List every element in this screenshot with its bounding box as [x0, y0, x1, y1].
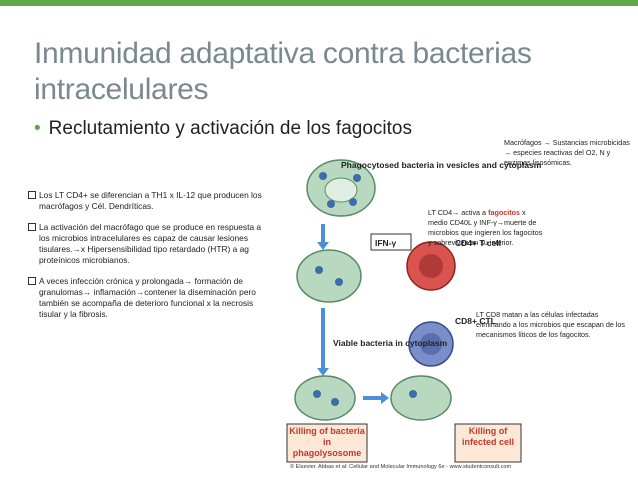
note-3: A veces infección crónica y prolongada→ … [28, 276, 273, 320]
note-3-text: A veces infección crónica y prolongada→ … [39, 276, 256, 319]
macrophage-top [306, 159, 376, 217]
macrophage-bottom-left [294, 375, 356, 421]
label-ifn: IFN-γ [375, 238, 397, 248]
checkbox-icon [28, 277, 36, 285]
note-2-text: La activación del macrófago que se produ… [39, 222, 262, 265]
title-line-2: intracelulares [34, 73, 209, 106]
immunology-figure: Phagocytosed bacteria in vesicles and cy… [286, 159, 542, 463]
label-viable: Viable bacteria in cytoplasm [333, 338, 448, 348]
kill-infected-text-wrap: Killing of infected cell [461, 426, 515, 447]
checkbox-icon [28, 223, 36, 231]
main-bullet-text: Reclutamiento y activación de los fagoci… [48, 118, 412, 139]
annotation-cd4-highlight: fagocitos [488, 208, 521, 217]
main-bullet: • Reclutamiento y activación de los fagoc… [34, 118, 412, 140]
checkbox-icon [28, 191, 36, 199]
kill-phago-text-wrap: Killing of bacteria in phagolysosome [289, 426, 365, 458]
kill-phago-box [286, 423, 368, 463]
label-cd8: CD8+ CTL [455, 316, 496, 326]
kill-infected-box [454, 423, 522, 463]
annotation-cd4-part2: x medio CD40L y INF-γ→muerte de microbio… [428, 208, 543, 247]
cd4-t-cell [406, 241, 456, 291]
annotation-cd4: LT CD4→ activa a fagocitos x medio CD40L… [428, 208, 544, 248]
arrow-head-1 [317, 242, 329, 250]
annotation-cd4-part1: LT CD4→ activa a [428, 208, 489, 217]
note-1: Los LT CD4+ se diferencian a TH1 x IL-12… [28, 190, 273, 212]
figure-credit: © Elsevier. Abbas et al: Cellular and Mo… [290, 464, 512, 470]
ifn-box [370, 233, 412, 251]
kill-infected-text: Killing of infected cell [461, 426, 515, 447]
note-2: La activación del macrófago que se produ… [28, 222, 273, 266]
macrophage-bottom-right [390, 375, 452, 421]
label-phagocytosed: Phagocytosed bacteria in vesicles and cy… [341, 160, 542, 170]
arrow-head-2 [317, 368, 329, 376]
slide-title: Inmunidad adaptativa contra bacterias in… [34, 36, 624, 108]
top-accent-bar [0, 0, 638, 6]
left-notes: Los LT CD4+ se diferencian a TH1 x IL-12… [28, 190, 273, 320]
label-cd4: CD4+ T cell [455, 238, 501, 248]
title-line-1: Inmunidad adaptativa contra bacterias [34, 37, 532, 70]
annotation-macrofagos: Macrófagos → Sustancias microbicidas → e… [504, 138, 630, 167]
cd8-ctl-cell [408, 321, 454, 367]
arrow-head-right [381, 392, 389, 404]
bullet-dot-icon: • [34, 118, 41, 139]
macrophage-middle [296, 249, 362, 303]
annotation-cd8: LT CD8 matan a las células infectadas el… [476, 310, 626, 339]
note-1-text: Los LT CD4+ se diferencian a TH1 x IL-12… [39, 190, 262, 211]
kill-phago-text: Killing of bacteria in phagolysosome [289, 426, 365, 458]
